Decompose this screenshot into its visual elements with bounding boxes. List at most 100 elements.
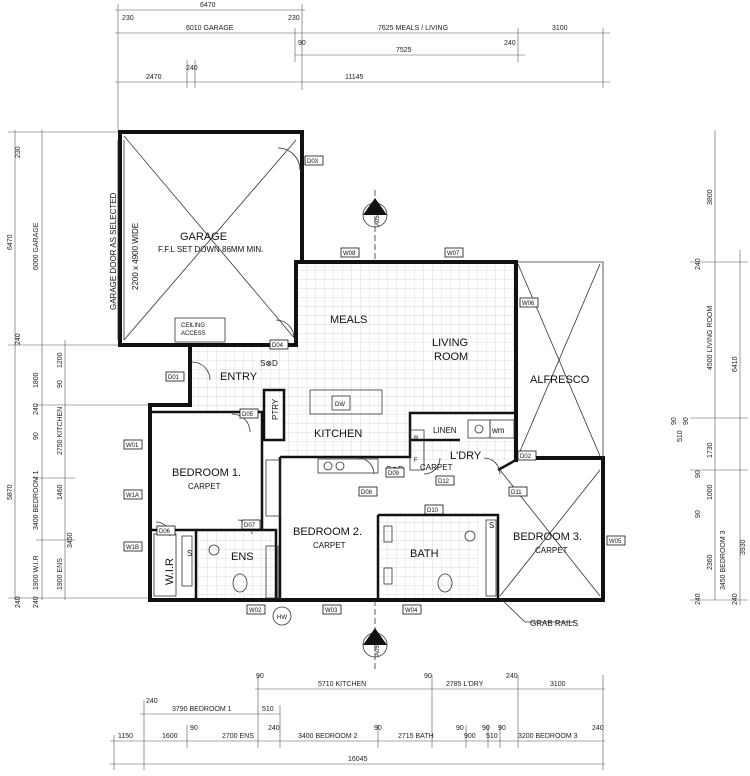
ceiling-access-1: CEILING (181, 323, 205, 329)
dim-left-3450: 3450 (67, 532, 74, 548)
dim-bottom-2785: 2785 L'DRY (446, 681, 484, 688)
room-ensuite: ENS (231, 551, 254, 563)
bedroom-3-carpet: CARPET (535, 546, 568, 555)
dim-right-90b: 90 (683, 417, 690, 425)
dim-top-240a: 240 (504, 40, 516, 47)
room-pantry: PTRY (271, 398, 280, 420)
dim-bottom-16045: 16045 (348, 756, 368, 763)
dim-right-1730: 1730 (707, 442, 714, 458)
dim-bottom-90e: 90 (456, 725, 464, 732)
dim-right-240c: 240 (732, 593, 739, 605)
tag-w04: W04 (405, 608, 418, 614)
dim-left-1200: 1200 (57, 352, 64, 368)
dim-right-2360: 2360 (707, 554, 714, 570)
dim-bottom-1150: 1150 (118, 733, 133, 740)
dim-top-90: 90 (298, 40, 306, 47)
tag-w01: W01 (126, 443, 139, 449)
dim-bottom-90c: 90 (190, 725, 198, 732)
shower-ens: S (187, 549, 192, 558)
washing-machine-label: wm (491, 426, 505, 435)
door-window-tags: D03 D04 D01 D05 D02 D09 D12 D08 D10 D11 … (123, 155, 626, 615)
dim-bottom-90a: 90 (256, 673, 264, 680)
dim-bottom-510b: 510 (486, 733, 498, 740)
dim-left-90a: 90 (57, 380, 64, 388)
dim-bottom-90b: 90 (424, 673, 432, 680)
room-entry: ENTRY (220, 371, 258, 383)
dim-right-6410: 6410 (732, 356, 739, 372)
dim-left-3400: 3400 BEDROOM 1 (33, 470, 40, 530)
dim-bottom-3400: 3400 BEDROOM 2 (298, 733, 358, 740)
dimensions-left: 230 6470 6000 GARAGE 240 1200 1800 90 24… (7, 130, 150, 608)
dim-top-7625: 7625 MEALS / LIVING (378, 25, 448, 32)
room-meals: MEALS (330, 314, 367, 326)
dim-bottom-240c: 240 (268, 725, 280, 732)
ceiling-access-2: ACCESS (181, 331, 206, 337)
shower-bath: S (489, 521, 494, 530)
room-bath: BATH (410, 548, 439, 560)
tag-d10: D10 (427, 508, 439, 514)
tag-d03: D03 (307, 159, 319, 165)
tag-w1b: W1B (126, 545, 139, 551)
dimensions-right: 3800 240 4500 LIVING ROOM 6410 90 90 510… (671, 130, 748, 605)
dimensions-top: 6470 230 6010 GARAGE 230 7625 MEALS / LI… (115, 2, 610, 130)
hot-water-unit: HW (272, 606, 292, 626)
dim-left-240b: 240 (33, 403, 40, 415)
garage-size-note: 2200 x 4900 WIDE (131, 223, 140, 290)
dim-left-5870: 5870 (7, 484, 14, 500)
section-marker-bottom: A A05 (362, 600, 388, 670)
dim-top-11145: 11145 (345, 74, 364, 81)
dim-top-6010: 6010 GARAGE (186, 25, 234, 32)
dim-right-240a: 240 (695, 258, 702, 270)
fridge-label: R (414, 436, 419, 442)
dim-bottom-240b: 240 (146, 698, 158, 705)
kitchen-fixtures (309, 389, 515, 474)
dim-left-240c: 240 (15, 596, 22, 608)
dim-left-1900-ens: 1900 ENS (57, 558, 64, 590)
dim-left-240a: 240 (15, 333, 22, 345)
dim-bottom-90f: 90 (482, 725, 490, 732)
tag-w05: W05 (609, 539, 622, 545)
room-wir: W.I.R (164, 558, 176, 585)
dim-bottom-5710: 5710 KITCHEN (318, 681, 366, 688)
dim-right-90c: 90 (695, 470, 702, 478)
tag-d12: D12 (438, 479, 450, 485)
door-swings (155, 147, 501, 537)
tag-d04: D04 (272, 343, 284, 349)
tag-d05: D05 (242, 412, 254, 418)
dishwasher-label: DW (335, 402, 345, 408)
tiled-floors (190, 260, 516, 598)
tag-d08: D08 (361, 490, 373, 496)
section-sheet-bottom: A05 (375, 645, 381, 656)
dimensions-bottom: 90 5710 KITCHEN 90 2785 L'DRY 240 3100 2… (110, 673, 605, 770)
garage-door-note: GARAGE DOOR AS SELECTED (109, 192, 118, 310)
dim-left-6470: 6470 (7, 234, 14, 250)
dim-right-3800: 3800 (707, 189, 714, 205)
dim-right-240b: 240 (695, 593, 702, 605)
dim-right-90a: 90 (671, 417, 678, 425)
room-labels: GARAGE F.F.L SET DOWN 86MM MIN. 2200 x 4… (109, 192, 590, 585)
dim-bottom-2700: 2700 ENS (222, 733, 254, 740)
smoke-detector-entry: S⊗D (260, 359, 278, 368)
room-bedroom-2: BEDROOM 2. (293, 526, 362, 538)
room-living-2: ROOM (434, 351, 468, 363)
section-marker-top: A A05 (362, 190, 388, 262)
tag-d11: D11 (511, 490, 522, 496)
dim-left-90b: 90 (33, 432, 40, 440)
dim-bottom-90g: 90 (498, 725, 506, 732)
tag-w03: W03 (325, 608, 338, 614)
freezer-label: F (414, 458, 418, 464)
room-living-1: LIVING (432, 337, 468, 349)
dim-top-230a: 230 (122, 15, 134, 22)
dim-top-6470: 6470 (200, 2, 216, 9)
dim-bottom-1600: 1600 (162, 733, 178, 740)
tag-w06: W06 (522, 301, 535, 307)
section-sheet-top: A05 (375, 215, 381, 226)
tag-d06: D06 (159, 529, 171, 535)
hallway-carpet: CARPET (420, 463, 453, 472)
dim-top-240b: 240 (186, 65, 198, 72)
dim-left-230: 230 (15, 146, 22, 158)
dim-bottom-3100: 3100 (550, 681, 566, 688)
tag-w02: W02 (249, 608, 262, 614)
dim-left-6000: 6000 GARAGE (33, 222, 40, 270)
